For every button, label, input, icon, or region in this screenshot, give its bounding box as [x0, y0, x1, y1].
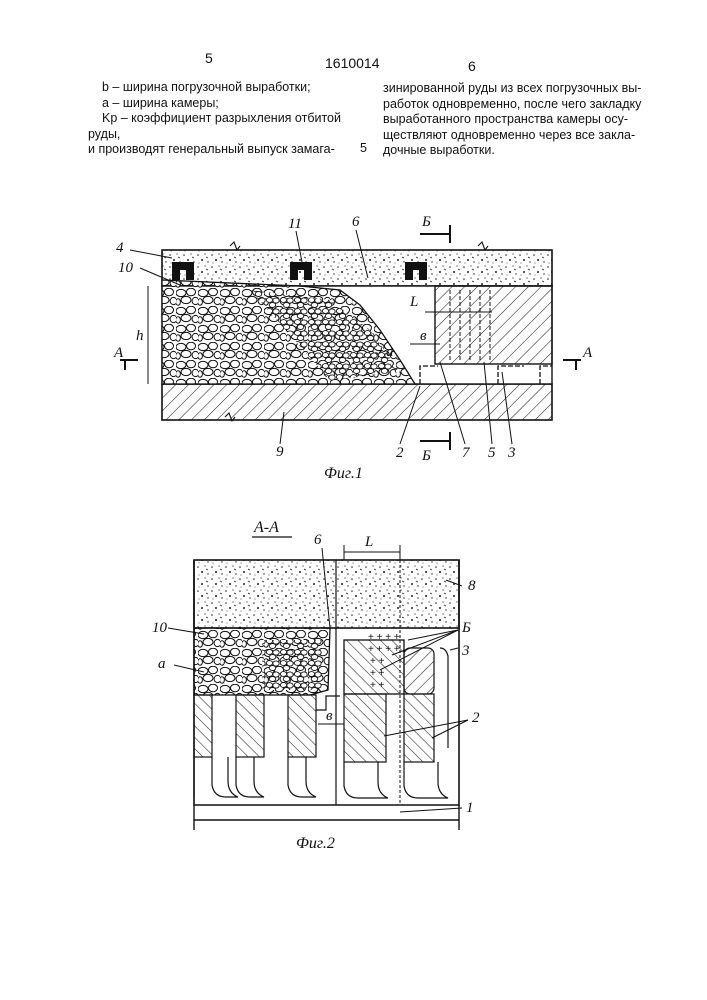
backfill-layer — [162, 250, 552, 286]
fig1-angle-a: а — [386, 344, 394, 360]
fig2-label-8: 8 — [468, 578, 476, 594]
figure-2: А-А + + + + + + + + + + + + + + — [152, 519, 480, 852]
fig1-section-a-right: А — [582, 345, 593, 361]
fig1-dim-L: L — [409, 294, 418, 310]
fig2-label-1: 1 — [466, 800, 474, 816]
fig2-label-a: а — [158, 656, 166, 672]
fig1-caption: Фиг.1 — [324, 465, 363, 482]
fig1-dim-v: в — [420, 328, 427, 344]
fig2-label-2: 2 — [472, 710, 480, 726]
fig2-label-3: 3 — [461, 643, 470, 659]
bottom-pillar — [162, 384, 552, 420]
svg-text:+ +: + + — [370, 680, 385, 691]
fig1-label-9: 9 — [276, 444, 284, 460]
figure-1: 4 10 11 6 Б L в а h А А 9 2 Б 7 5 3 Фиг.… — [113, 214, 593, 482]
ore-block — [435, 286, 552, 364]
fig2-label-6: 6 — [314, 532, 322, 548]
fig1-label-4: 4 — [116, 240, 124, 256]
fig2-label-10: 10 — [152, 620, 168, 636]
fig2-dim-L: L — [364, 534, 373, 550]
fig1-section-b-bottom: Б — [421, 448, 431, 464]
svg-text:+ + + +: + + + + — [368, 632, 400, 643]
svg-text:+ +: + + — [370, 668, 385, 679]
fig1-label-3: 3 — [507, 445, 516, 461]
fig1-dim-h: h — [136, 328, 144, 344]
fig2-label-b: Б — [461, 620, 471, 636]
fig2-dim-v: в — [326, 708, 333, 724]
fig1-label-7: 7 — [462, 445, 471, 461]
fig2-caption: Фиг.2 — [296, 835, 335, 852]
fig1-label-10: 10 — [118, 260, 134, 276]
fig1-label-2: 2 — [396, 445, 404, 461]
fig2-section-title: А-А — [253, 519, 279, 536]
fig1-section-b-top: Б — [421, 214, 431, 230]
svg-text:+ +: + + — [370, 656, 385, 667]
fig1-label-5: 5 — [488, 445, 496, 461]
fig1-label-6: 6 — [352, 214, 360, 230]
fig1-label-11: 11 — [288, 216, 302, 232]
fig1-section-a-left: А — [113, 345, 124, 361]
